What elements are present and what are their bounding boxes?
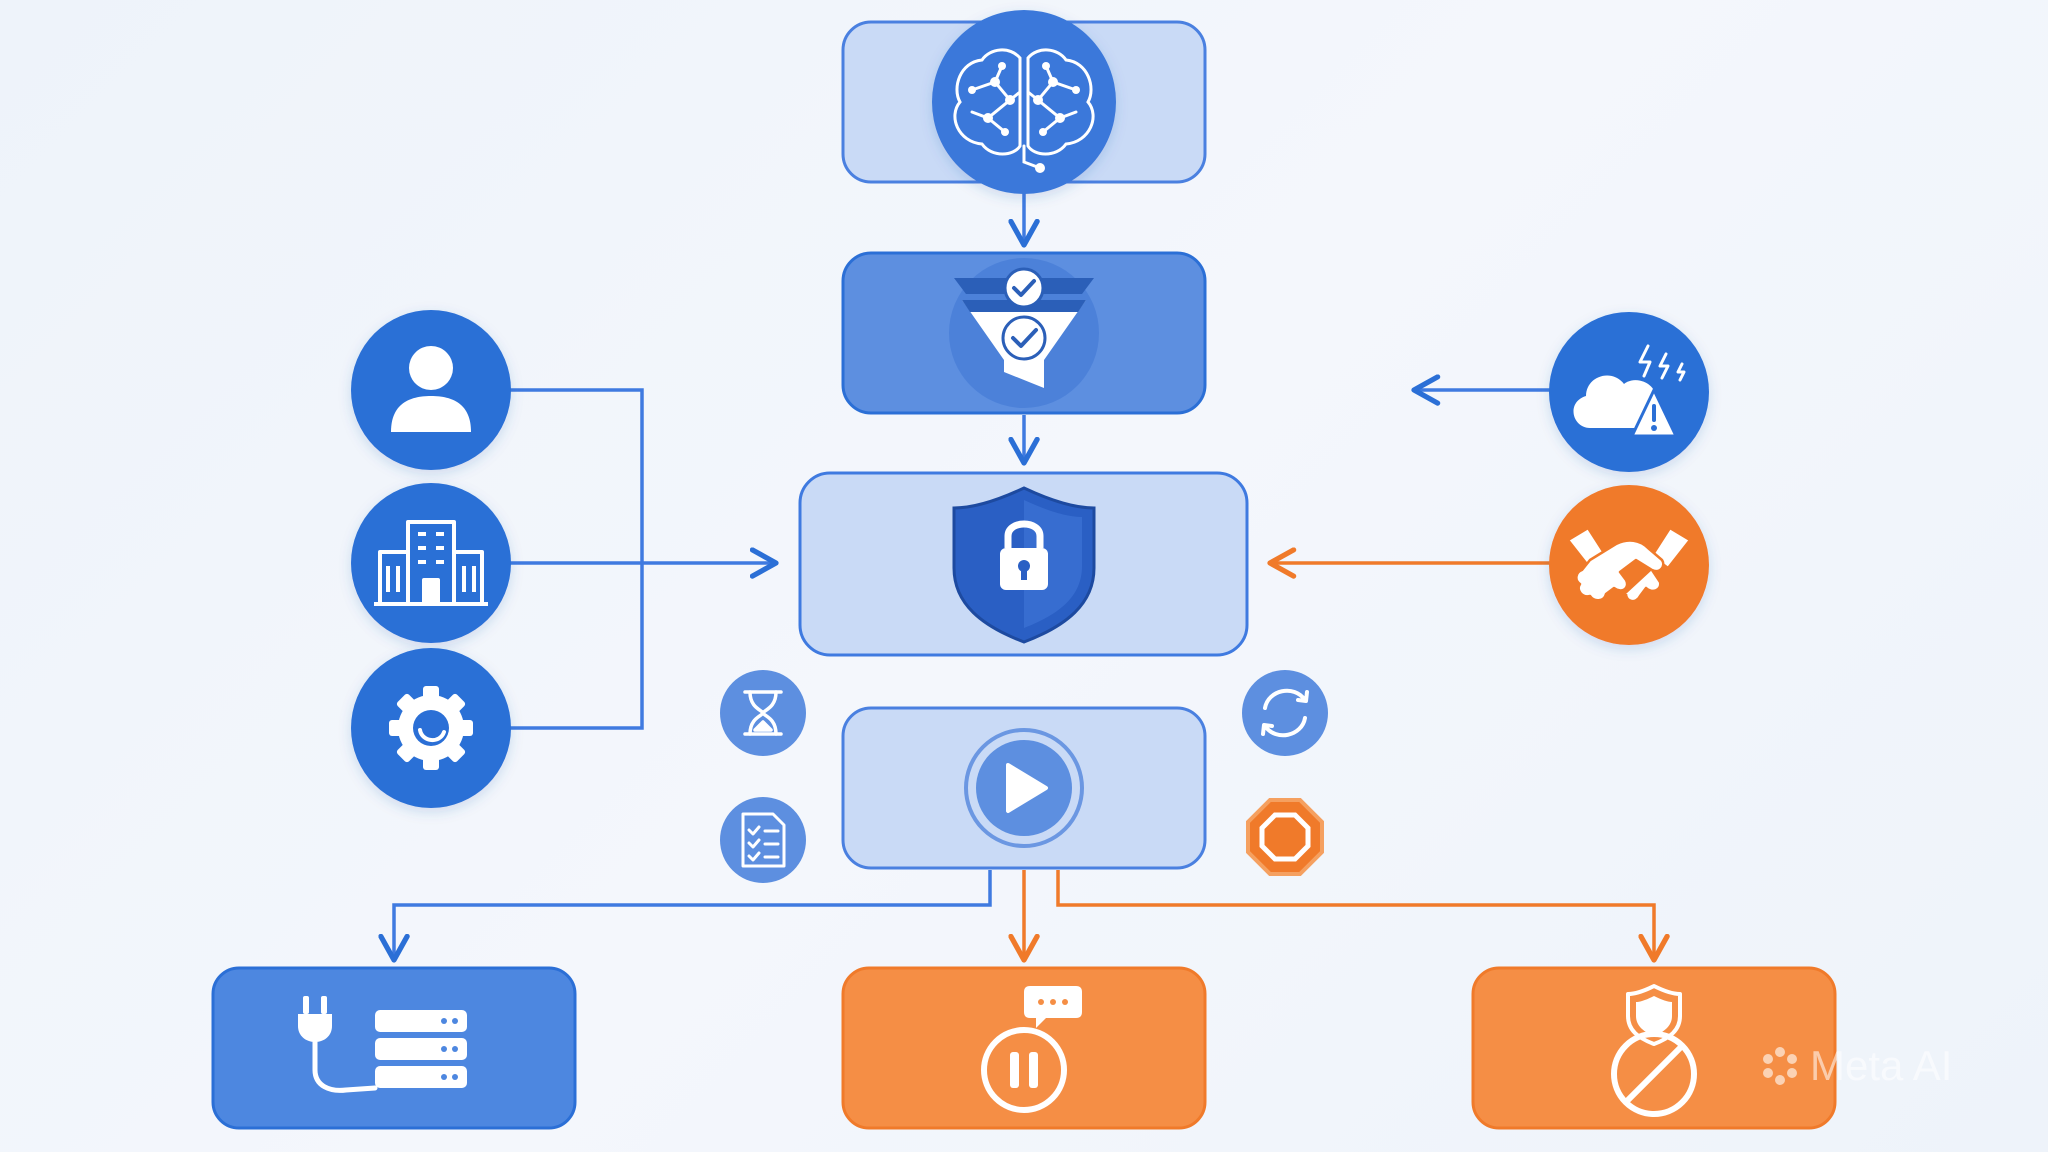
outcome-pause-node[interactable]	[841, 966, 1207, 1130]
refresh-node[interactable]	[1242, 670, 1328, 756]
handshake-icon	[1566, 526, 1692, 603]
execute-node	[841, 706, 1207, 870]
building-icon	[374, 520, 488, 606]
play-icon	[1006, 763, 1048, 813]
outcome-connect-node[interactable]	[211, 966, 577, 1130]
pause-message-icon	[981, 986, 1082, 1113]
stop-node[interactable]	[1246, 798, 1324, 876]
external-alert-node[interactable]	[1549, 312, 1709, 472]
cloud-alert-icon	[1573, 344, 1686, 438]
checklist-icon	[741, 812, 786, 868]
security-node	[798, 471, 1249, 657]
organization-input-node[interactable]	[351, 483, 511, 643]
connector-execute-to-connect	[378, 870, 992, 963]
watermark-text: Meta AI	[1810, 1042, 1953, 1089]
timer-node[interactable]	[720, 670, 806, 756]
connectors	[378, 185, 1670, 963]
user-icon	[391, 346, 471, 432]
octagon-stop-icon	[1246, 798, 1324, 876]
meta-ai-logo	[1763, 1047, 1797, 1085]
shield-lock-icon	[952, 486, 1096, 644]
plug-server-icon	[298, 996, 467, 1093]
shield-prohibited-icon	[1611, 984, 1697, 1117]
filter-node	[841, 251, 1207, 415]
refresh-icon	[1261, 688, 1309, 738]
connector-execute-to-block	[1056, 870, 1670, 963]
checklist-node[interactable]	[720, 797, 806, 883]
partnership-node[interactable]	[1549, 485, 1709, 645]
connector-user-bracket	[510, 388, 644, 730]
brain-node	[841, 10, 1207, 194]
funnel-check-icon	[954, 267, 1094, 388]
watermark: Meta AI	[1758, 1042, 1952, 1090]
hourglass-icon	[743, 690, 783, 736]
gear-icon	[389, 686, 473, 770]
system-input-node[interactable]	[351, 648, 511, 808]
outcome-block-node[interactable]	[1471, 966, 1837, 1130]
user-input-node[interactable]	[351, 310, 511, 470]
